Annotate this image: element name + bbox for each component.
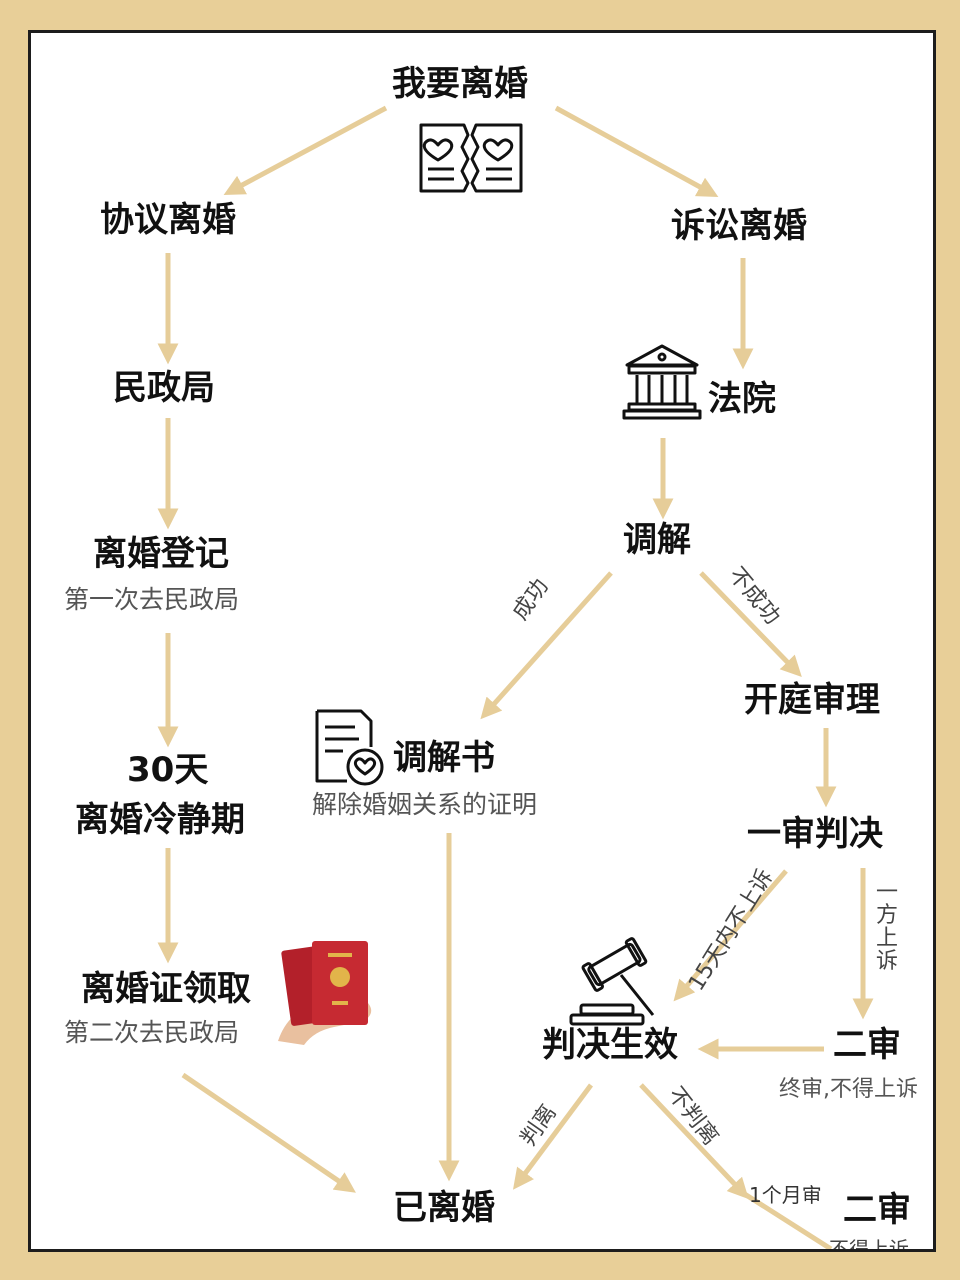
arrow-layer: [157, 105, 874, 1249]
node-cooling-days: 30天: [127, 750, 209, 790]
node-mediation: 调解: [623, 520, 691, 560]
node-second-instance-bottom: 二审: [843, 1190, 911, 1230]
arrow-start-agreement: [223, 105, 388, 195]
flowchart-panel: 我要离婚 协议离婚 诉讼离婚 民政局 法院 离婚登记 第一次去民政局 调解 开庭…: [28, 30, 936, 1252]
node-divorce-registration: 离婚登记: [93, 534, 229, 574]
node-court: 法院: [708, 379, 776, 419]
arrow-start-litigation: [554, 105, 719, 198]
bottom-partial-top: 1个月审: [749, 1183, 822, 1207]
registration-note: 第一次去民政局: [64, 585, 240, 614]
mediation-document-note: 解除婚姻关系的证明: [312, 790, 538, 819]
bottom-partial-note: 不得上诉: [829, 1237, 909, 1252]
node-first-instance: 一审判决: [747, 814, 883, 854]
node-litigation-divorce: 诉讼离婚: [671, 206, 807, 246]
arrow-mediation-doc: [480, 571, 613, 720]
heart-document-icon: [419, 123, 523, 193]
marriage-certificate-photo: [278, 941, 372, 1045]
arrow-mediation-trial: [699, 571, 802, 678]
node-certificate-collection: 离婚证领取: [81, 969, 251, 1009]
node-court-trial: 开庭审理: [744, 680, 880, 720]
arrow-first-effective: [673, 869, 788, 1002]
node-mediation-document: 调解书: [393, 738, 495, 778]
node-civil-affairs-bureau: 民政局: [113, 368, 215, 408]
arrow-certificate-divorced: [181, 1072, 356, 1193]
certificate-note: 第二次去民政局: [64, 1018, 240, 1047]
arrow-effective-no-divorce: [639, 1083, 749, 1200]
node-start: 我要离婚: [392, 64, 528, 104]
arrow-effective-divorced: [512, 1083, 594, 1190]
edge-label-appeal: 一方上诉: [875, 880, 898, 975]
arrow-tail-bottom: [741, 1190, 833, 1249]
node-divorced: 已离婚: [393, 1188, 495, 1228]
second-instance-note: 终审,不得上诉: [779, 1077, 918, 1102]
node-second-instance: 二审: [833, 1025, 901, 1065]
document-heart-icon: [315, 709, 384, 786]
gavel-icon: [569, 937, 655, 1026]
node-judgment-effective: 判决生效: [542, 1025, 678, 1065]
courthouse-icon: [622, 344, 702, 420]
node-cooling-period: 离婚冷静期: [75, 800, 245, 840]
node-agreement-divorce: 协议离婚: [100, 200, 236, 240]
